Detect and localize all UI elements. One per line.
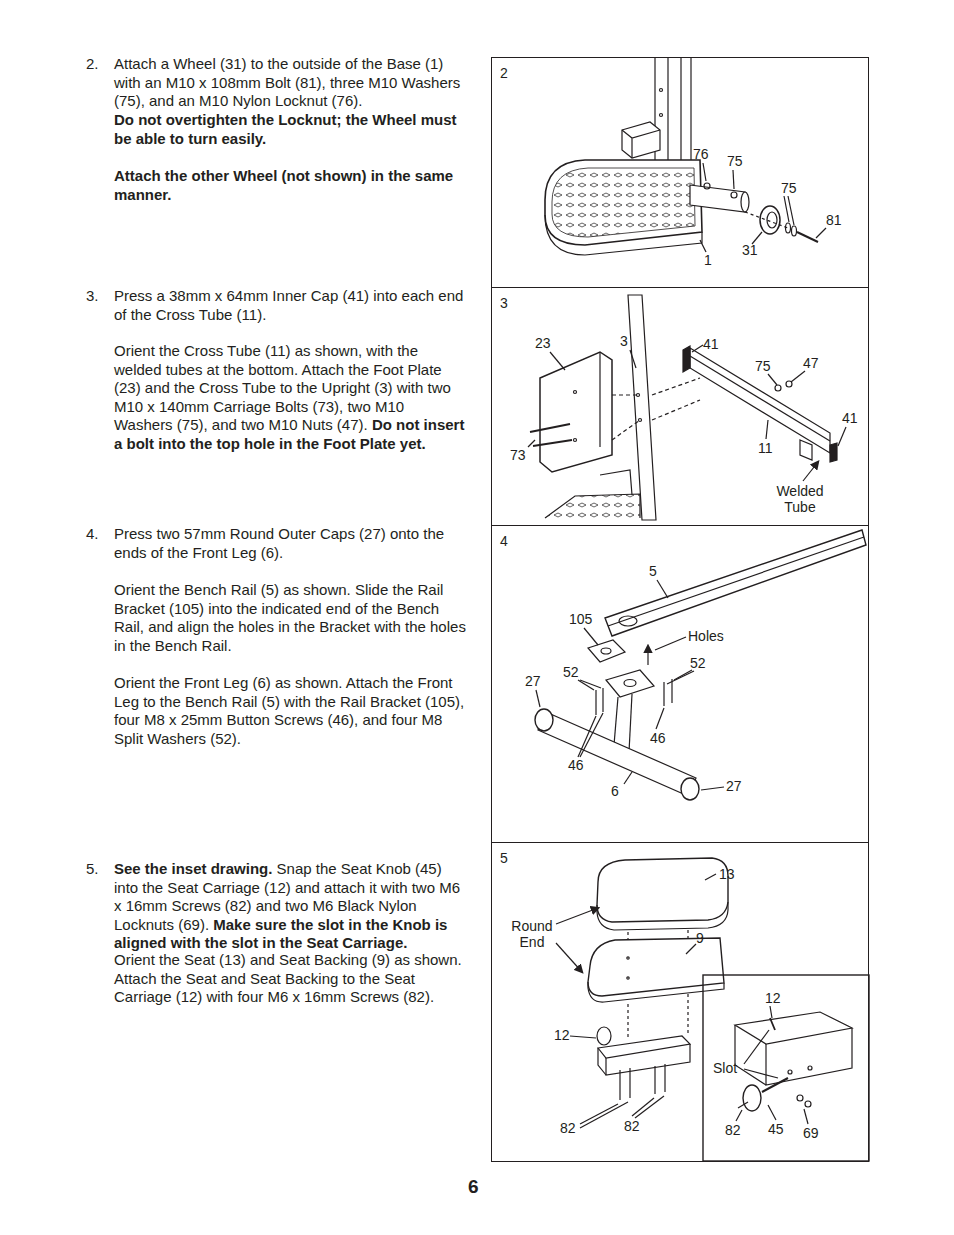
callout-number: 52	[690, 655, 706, 671]
step-panel: 4	[491, 525, 869, 843]
instruction-paragraph: Do not overtighten the Locknut; the Whee…	[114, 111, 466, 148]
callout-number: 6	[611, 783, 619, 799]
callout-number: Welded Tube	[770, 483, 830, 515]
step-number: 4	[500, 533, 508, 549]
callout-number: 41	[703, 336, 719, 352]
step-number: 4.	[86, 525, 99, 544]
callout-number: 3	[620, 333, 628, 349]
callout-number: 12	[554, 1027, 570, 1043]
warning-text: Attach the other Wheel (not shown) in th…	[114, 167, 453, 203]
callout-number: 76	[693, 146, 709, 162]
callout-number: 73	[510, 447, 526, 463]
instruction-paragraph: Attach the other Wheel (not shown) in th…	[114, 167, 466, 204]
callout-number: 75	[781, 180, 797, 196]
instruction-paragraph: Attach a Wheel (31) to the outside of th…	[114, 55, 466, 111]
instruction-paragraph: Orient the Seat (13) and Seat Backing (9…	[114, 951, 466, 1007]
step-number: 2	[500, 65, 508, 81]
instruction-paragraph: Orient the Cross Tube (11) as shown, wit…	[114, 342, 466, 453]
callout-number: 75	[727, 153, 743, 169]
callout-number: 82	[725, 1122, 741, 1138]
callout-number: 105	[569, 611, 592, 627]
instruction-text: Attach a Wheel (31) to the outside of th…	[114, 55, 460, 109]
callout-number: 82	[560, 1120, 576, 1136]
callout-number: 5	[649, 563, 657, 579]
callout-number: 1	[704, 252, 712, 268]
callout-number: 82	[624, 1118, 640, 1134]
callout-number: 9	[696, 930, 704, 946]
inset-frame	[703, 975, 869, 1161]
page-number: 6	[468, 1176, 479, 1198]
step-panel: 2	[491, 57, 869, 288]
callout-number: 13	[719, 866, 735, 882]
callout-number: 31	[742, 242, 758, 258]
instruction-paragraph: See the inset drawing.Snap the Seat Knob…	[114, 860, 466, 953]
instruction-paragraph: Orient the Front Leg (6) as shown. Attac…	[114, 674, 466, 748]
step-panel: 5	[491, 842, 869, 1162]
instruction-text: Orient the Bench Rail (5) as shown. Slid…	[114, 581, 466, 654]
callout-number: 69	[803, 1125, 819, 1141]
callout-number: 46	[568, 757, 584, 773]
callout-number: Slot	[713, 1060, 737, 1076]
callout-number: 81	[826, 212, 842, 228]
callout-number: 23	[535, 335, 551, 351]
callout-number: 45	[768, 1121, 784, 1137]
step-number: 5	[500, 850, 508, 866]
instruction-paragraph: Press a 38mm x 64mm Inner Cap (41) into …	[114, 287, 466, 324]
instruction-paragraph: Press two 57mm Round Outer Caps (27) ont…	[114, 525, 466, 562]
callout-number: 11	[758, 440, 773, 456]
instruction-paragraph: Orient the Bench Rail (5) as shown. Slid…	[114, 581, 466, 655]
instruction-text: Orient the Front Leg (6) as shown. Attac…	[114, 674, 464, 747]
step-number: 3.	[86, 287, 99, 306]
callout-number: 75	[755, 358, 771, 374]
instruction-text: Orient the Seat (13) and Seat Backing (9…	[114, 951, 462, 1005]
step-number: 2.	[86, 55, 99, 74]
callout-number: 52	[563, 664, 579, 680]
step-number: 3	[500, 295, 508, 311]
callout-number: 27	[525, 673, 541, 689]
step-number: 5.	[86, 860, 99, 879]
warning-text: See the inset drawing.	[114, 860, 272, 877]
callout-number: 46	[650, 730, 666, 746]
callout-number: Holes	[688, 628, 724, 644]
instruction-text: Press two 57mm Round Outer Caps (27) ont…	[114, 525, 444, 561]
warning-text: Do not overtighten the Locknut; the Whee…	[114, 111, 457, 147]
callout-number: 41	[842, 410, 858, 426]
instruction-text: Press a 38mm x 64mm Inner Cap (41) into …	[114, 287, 463, 323]
callout-number: 27	[726, 778, 742, 794]
callout-number: Round End	[506, 918, 558, 950]
callout-number: 47	[803, 355, 819, 371]
callout-number: 12	[765, 990, 781, 1006]
